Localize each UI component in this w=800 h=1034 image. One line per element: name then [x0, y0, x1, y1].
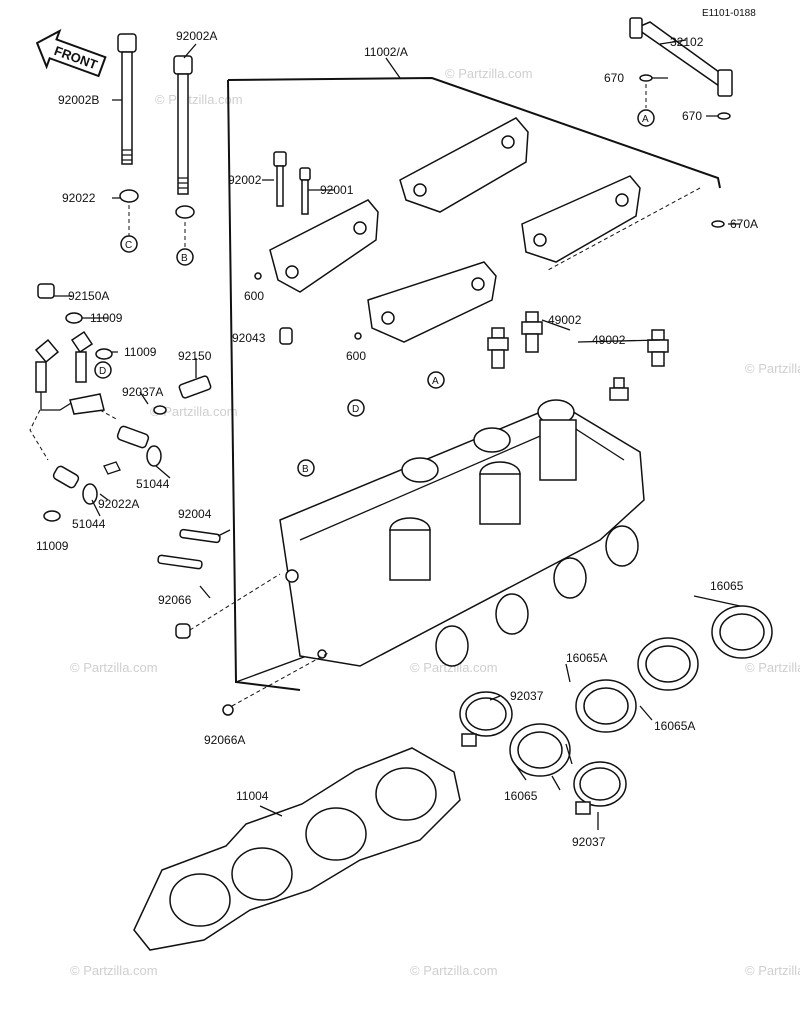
o-ring-670A [711, 220, 725, 228]
watermark: © Partzilla.com [445, 66, 533, 81]
front-arrow-icon: FRONT [35, 28, 107, 78]
tensioner-rod-32102 [629, 17, 733, 97]
label-16065A: 16065A [654, 719, 695, 733]
watermark: © Partzilla.com [745, 963, 800, 978]
watermarks: © Partzilla.com © Partzilla.com © Partzi… [70, 66, 800, 978]
label-16065A: 16065A [566, 651, 607, 665]
label-49002: 49002 [592, 333, 626, 347]
watermark: © Partzilla.com [410, 963, 498, 978]
label-51044: 51044 [136, 477, 170, 491]
label-92066A: 92066A [204, 733, 245, 747]
camshaft-cap [399, 117, 529, 213]
intake-holder-16065 [509, 723, 573, 781]
ref-b: B [181, 253, 188, 264]
label-32102: 32102 [670, 35, 704, 49]
part-labels: 11002/A 92002A 92002B 92022 32102 670 67… [36, 29, 758, 849]
intake-holder-16065A [637, 637, 699, 691]
oil-line-assembly [29, 283, 212, 522]
watermark: © Partzilla.com [745, 660, 800, 675]
fitting-49002 [647, 329, 669, 367]
bolt-92002B [117, 33, 137, 165]
bolt-92002 [273, 151, 287, 167]
ref-d: D [99, 366, 106, 377]
label-670A: 670A [730, 217, 758, 231]
label-49002: 49002 [548, 313, 582, 327]
bolt-92001 [299, 167, 311, 181]
ref-markers: A C B D A D B [94, 109, 655, 477]
camshaft-cap [367, 261, 497, 343]
fitting-49002 [521, 311, 543, 353]
label-92150A: 92150A [68, 289, 109, 303]
ref-a: A [432, 376, 439, 387]
cylinder-head [279, 399, 645, 667]
clamp-92037 [573, 761, 627, 815]
label-11004: 11004 [236, 789, 269, 803]
label-92043: 92043 [232, 331, 266, 345]
watermark: © Partzilla.com [70, 963, 158, 978]
head-outline-top [227, 76, 721, 189]
ref-a: A [642, 114, 649, 125]
diagram-code: E1101-0188 [702, 8, 756, 19]
fitting-49002 [487, 327, 509, 369]
pin-92043 [279, 327, 293, 345]
bolt-92002A [173, 55, 193, 195]
label-92001: 92001 [320, 183, 354, 197]
intake-holder-16065 [711, 605, 773, 659]
washer [175, 205, 195, 219]
label-92037A: 92037A [122, 385, 163, 399]
label-92037: 92037 [572, 835, 606, 849]
label-670: 670 [604, 71, 624, 85]
watermark: © Partzilla.com [745, 361, 800, 376]
label-11009: 11009 [124, 345, 157, 359]
label-16065: 16065 [710, 579, 744, 593]
washer-92022 [119, 189, 139, 203]
label-92004: 92004 [178, 507, 212, 521]
label-16065: 16065 [504, 789, 538, 803]
camshaft-cap [521, 175, 641, 263]
label-11002A: 11002/A [364, 45, 408, 59]
watermark: © Partzilla.com [155, 92, 243, 107]
camshaft-cap [269, 199, 379, 293]
label-11009: 11009 [90, 311, 123, 325]
ref-c: C [125, 240, 132, 251]
label-92066: 92066 [158, 593, 192, 607]
leader-line [547, 187, 701, 271]
dowel-600 [254, 272, 262, 280]
fitting [609, 377, 629, 401]
label-92002: 92002 [228, 173, 262, 187]
label-92002A: 92002A [176, 29, 217, 43]
o-ring-670 [717, 112, 731, 120]
dowel-600 [354, 332, 362, 340]
watermark: © Partzilla.com [70, 660, 158, 675]
label-92002B: 92002B [58, 93, 99, 107]
ref-d: D [352, 404, 359, 415]
stud-92004 [179, 528, 221, 544]
label-92150: 92150 [178, 349, 212, 363]
clamp-92037 [459, 691, 513, 747]
label-92022: 92022 [62, 191, 96, 205]
label-670: 670 [682, 109, 702, 123]
label-51044: 51044 [72, 517, 106, 531]
intake-holder-16065A [575, 679, 637, 733]
label-600: 600 [346, 349, 366, 363]
ref-b: B [302, 464, 309, 475]
label-11009: 11009 [36, 539, 69, 553]
head-outline-left [227, 79, 301, 691]
plug-92066A [222, 704, 234, 716]
plug-92066 [175, 623, 191, 639]
label-92037: 92037 [510, 689, 544, 703]
watermark: © Partzilla.com [410, 660, 498, 675]
stud [157, 554, 203, 570]
head-gasket-11004 [133, 747, 461, 951]
watermark: © Partzilla.com [150, 404, 238, 419]
label-92022A: 92022A [98, 497, 139, 511]
o-ring-670 [639, 74, 653, 82]
label-600: 600 [244, 289, 264, 303]
